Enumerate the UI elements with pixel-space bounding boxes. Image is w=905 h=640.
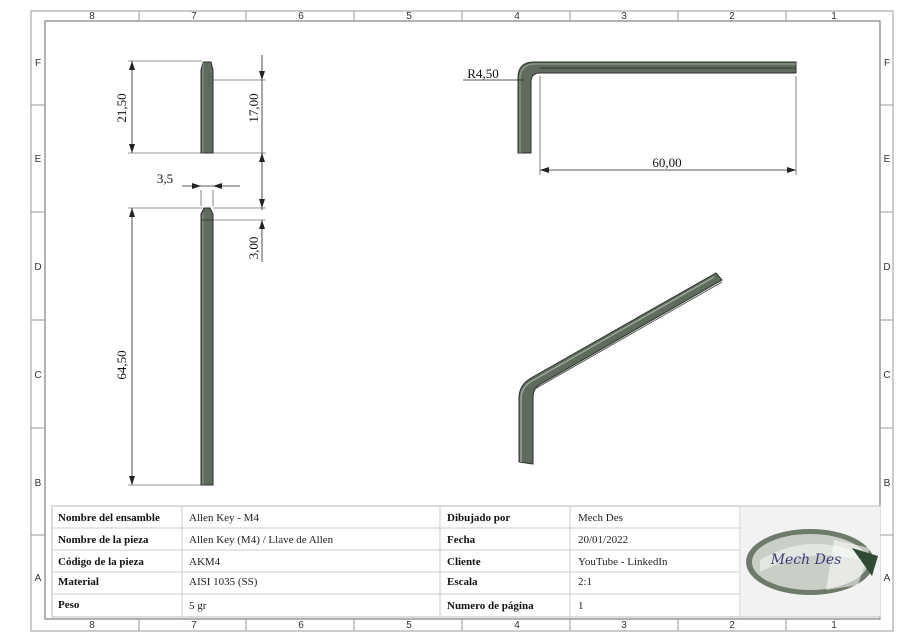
isometric-view — [518, 272, 723, 465]
tb-value-part-name: Allen Key (M4) / Llave de Allen — [189, 534, 334, 546]
row-label-right: B — [884, 478, 891, 489]
col-label-top: 3 — [621, 11, 627, 22]
col-label-bottom: 8 — [89, 620, 95, 631]
top-view-l-shape — [517, 61, 797, 154]
dim-label-21-50: 21,50 — [114, 93, 129, 122]
row-label-left: B — [35, 478, 42, 489]
col-label-bottom: 7 — [191, 620, 197, 631]
dimension-3-00: 3,00 — [213, 199, 266, 262]
tb-value-drawn-by: Mech Des — [578, 512, 623, 524]
row-label-left: F — [35, 58, 41, 69]
tb-value-client: YouTube - LinkedIn — [578, 556, 668, 568]
tb-label-assembly-name: Nombre del ensamble — [58, 512, 160, 524]
tb-value-assembly-name: Allen Key - M4 — [189, 512, 259, 524]
col-label-top: 1 — [831, 11, 837, 22]
row-label-right: E — [884, 154, 891, 165]
dimension-21-50: 21,50 — [114, 60, 202, 154]
col-label-bottom: 2 — [729, 620, 735, 631]
row-label-left: C — [34, 370, 41, 381]
tb-value-date: 20/01/2022 — [578, 534, 628, 546]
tb-label-date: Fecha — [447, 534, 476, 546]
company-logo: Mech Des — [741, 507, 880, 616]
dimension-17-00: 17,00 — [213, 55, 266, 210]
col-label-bottom: 5 — [406, 620, 412, 631]
tb-label-drawn-by: Dibujado por — [447, 512, 510, 524]
col-label-top: 7 — [191, 11, 197, 22]
col-label-top: 5 — [406, 11, 412, 22]
tb-value-part-code: AKM4 — [189, 556, 221, 568]
row-label-left: A — [35, 573, 42, 584]
logo-text: Mech Des — [770, 552, 842, 568]
tb-value-weight: 5 gr — [189, 600, 207, 612]
zone-ticks — [31, 11, 893, 631]
dim-label-60-00: 60,00 — [652, 155, 681, 170]
row-label-right: C — [883, 370, 890, 381]
dimension-60-00: 60,00 — [539, 76, 797, 175]
col-label-top: 4 — [514, 11, 520, 22]
tb-label-scale: Escala — [447, 576, 478, 588]
col-label-bottom: 1 — [831, 620, 837, 631]
side-view-short-leg — [200, 61, 214, 154]
dim-label-64-50: 64,50 — [114, 350, 129, 379]
dimension-r4-50: R4,50 — [463, 66, 524, 81]
col-label-bottom: 3 — [621, 620, 627, 631]
dimension-3-5: 3,5 — [157, 171, 240, 206]
dim-label-3-00: 3,00 — [246, 237, 261, 260]
row-label-left: D — [34, 262, 41, 273]
front-view-long-leg — [200, 207, 214, 486]
col-label-bottom: 4 — [514, 620, 520, 631]
col-label-bottom: 6 — [298, 620, 304, 631]
tb-label-part-code: Código de la pieza — [58, 556, 144, 568]
tb-label-part-name: Nombre de la pieza — [58, 534, 149, 546]
tb-label-material: Material — [58, 576, 99, 588]
row-label-right: A — [884, 573, 891, 584]
tb-label-weight: Peso — [58, 599, 80, 611]
col-label-top: 8 — [89, 11, 95, 22]
tb-label-page-number: Numero de página — [447, 600, 534, 612]
row-label-left: E — [35, 154, 42, 165]
dimension-64-50: 64,50 — [114, 207, 202, 486]
col-label-top: 2 — [729, 11, 735, 22]
tb-value-material: AISI 1035 (SS) — [189, 576, 258, 588]
row-label-right: D — [883, 262, 890, 273]
dim-label-3-5: 3,5 — [157, 171, 173, 186]
dim-label-17-00: 17,00 — [246, 93, 261, 122]
col-label-top: 6 — [298, 11, 304, 22]
dim-label-r4-50: R4,50 — [467, 66, 498, 81]
tb-value-scale: 2:1 — [578, 576, 592, 588]
row-label-right: F — [884, 58, 890, 69]
tb-value-page-number: 1 — [578, 600, 584, 612]
tb-label-client: Cliente — [447, 556, 481, 568]
